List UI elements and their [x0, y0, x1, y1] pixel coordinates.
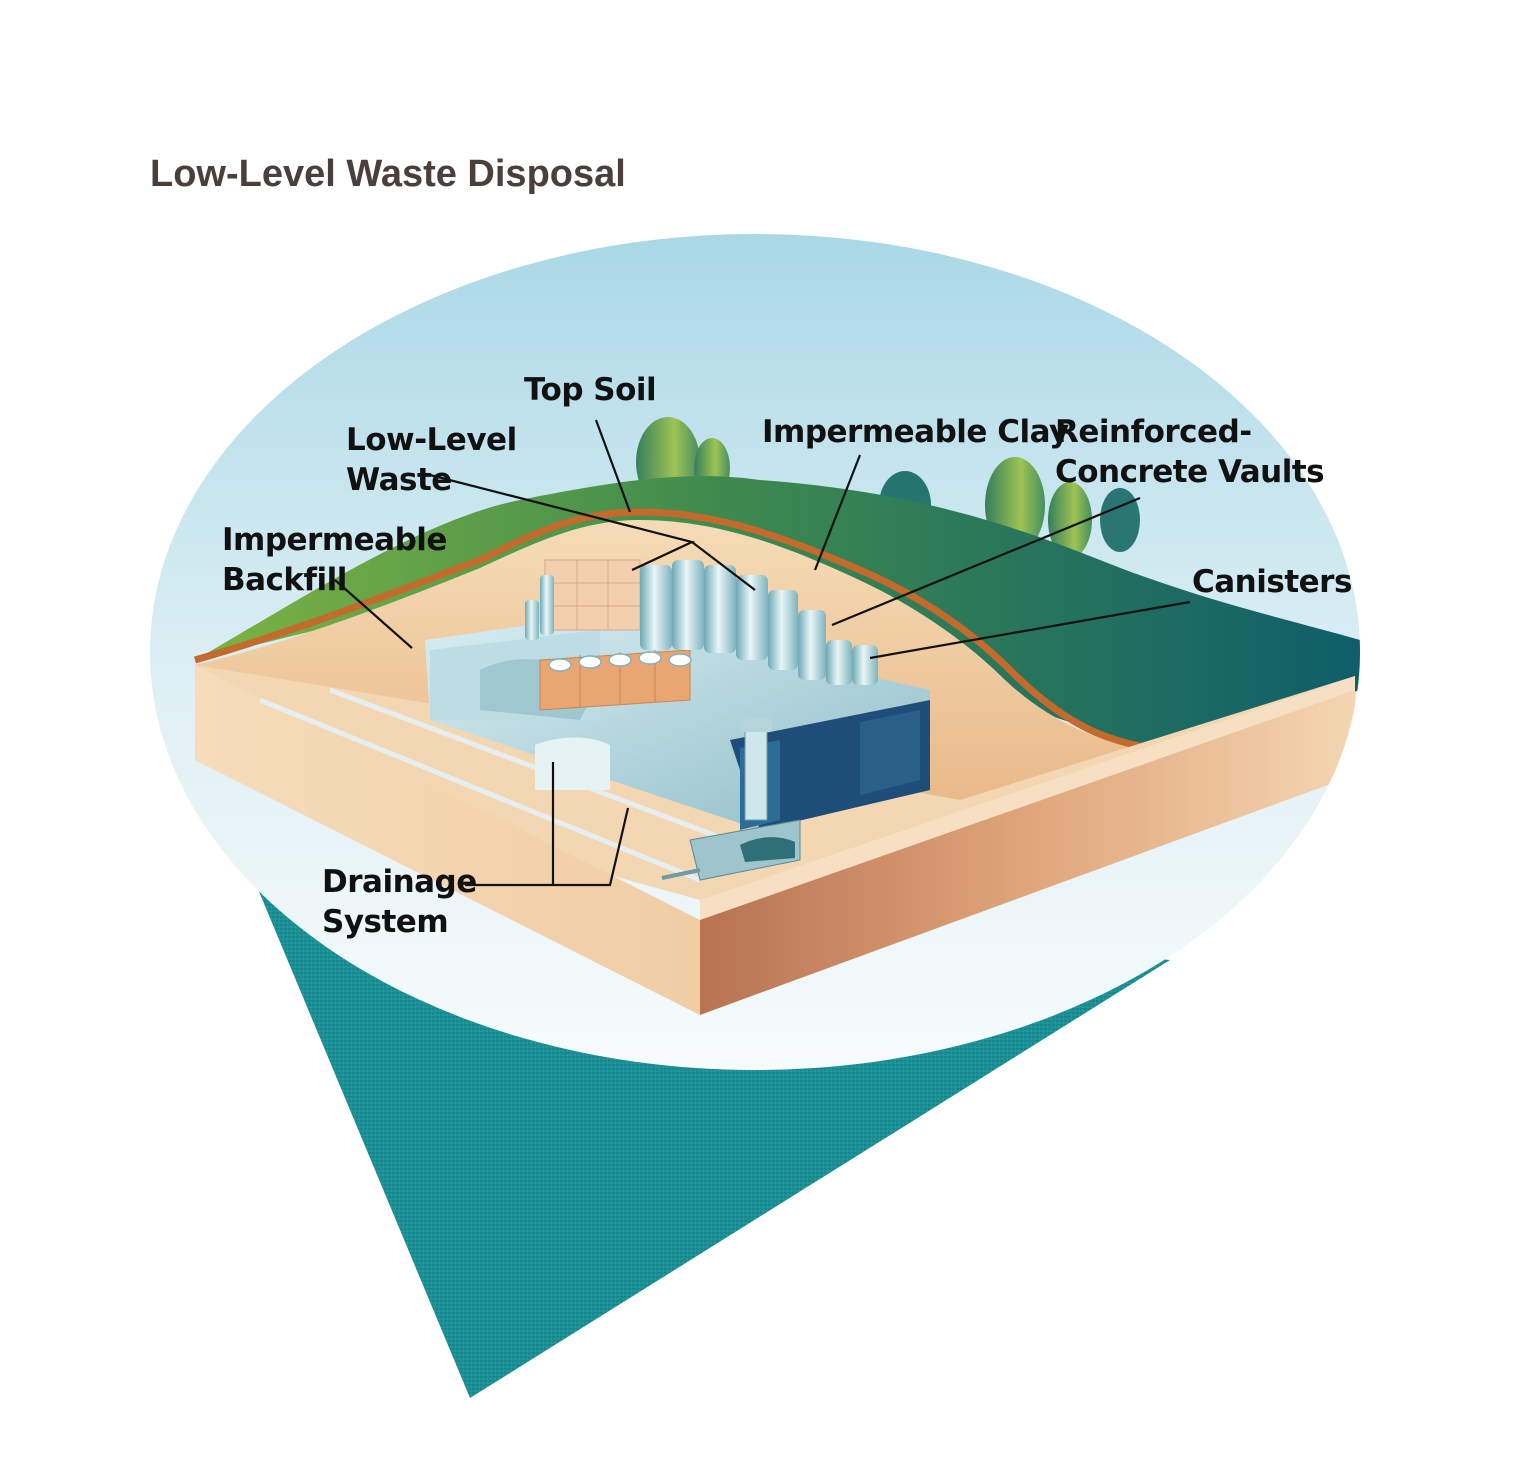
leader-lines	[334, 419, 1191, 887]
label-top-soil-text: Top Soil	[524, 372, 657, 408]
label-reinforced-vaults: Reinforced- Concrete Vaults	[1055, 412, 1325, 492]
label-reinforced-vaults-line1: Reinforced-	[1055, 414, 1252, 450]
label-low-level-waste-line1: Low-Level	[346, 422, 517, 458]
label-drainage-system-line1: Drainage	[322, 864, 477, 900]
label-low-level-waste-line2: Waste	[346, 462, 452, 498]
leader-top-soil	[594, 419, 632, 513]
waste-boxes	[539, 559, 691, 711]
label-impermeable-backfill-line2: Backfill	[222, 562, 347, 598]
label-top-soil: Top Soil	[524, 370, 657, 410]
label-impermeable-backfill-line1: Impermeable	[222, 522, 447, 558]
label-canisters-text: Canisters	[1192, 564, 1352, 600]
label-impermeable-backfill: Impermeable Backfill	[222, 520, 447, 600]
top-soil-layer	[194, 508, 1151, 752]
leader-impermeable-clay	[813, 454, 862, 571]
leader-drainage-system	[465, 762, 630, 887]
label-reinforced-vaults-line2: Concrete Vaults	[1055, 454, 1325, 490]
site-front-face	[700, 676, 1355, 1015]
canister-stack	[525, 560, 878, 685]
label-drainage-system: Drainage System	[322, 862, 477, 942]
leader-low-level-waste-2	[691, 541, 756, 591]
label-impermeable-clay-text: Impermeable Clay	[762, 414, 1069, 450]
leader-impermeable-backfill	[334, 579, 413, 649]
label-drainage-system-line2: System	[322, 904, 449, 940]
leader-canisters	[869, 600, 1191, 660]
label-canisters: Canisters	[1192, 562, 1352, 602]
label-impermeable-clay: Impermeable Clay	[762, 412, 1069, 452]
diagram-title: Low-Level Waste Disposal	[150, 153, 626, 195]
drainage-outlet	[661, 718, 801, 881]
leader-reinforced-vaults	[831, 496, 1141, 627]
label-low-level-waste: Low-Level Waste	[346, 420, 517, 500]
